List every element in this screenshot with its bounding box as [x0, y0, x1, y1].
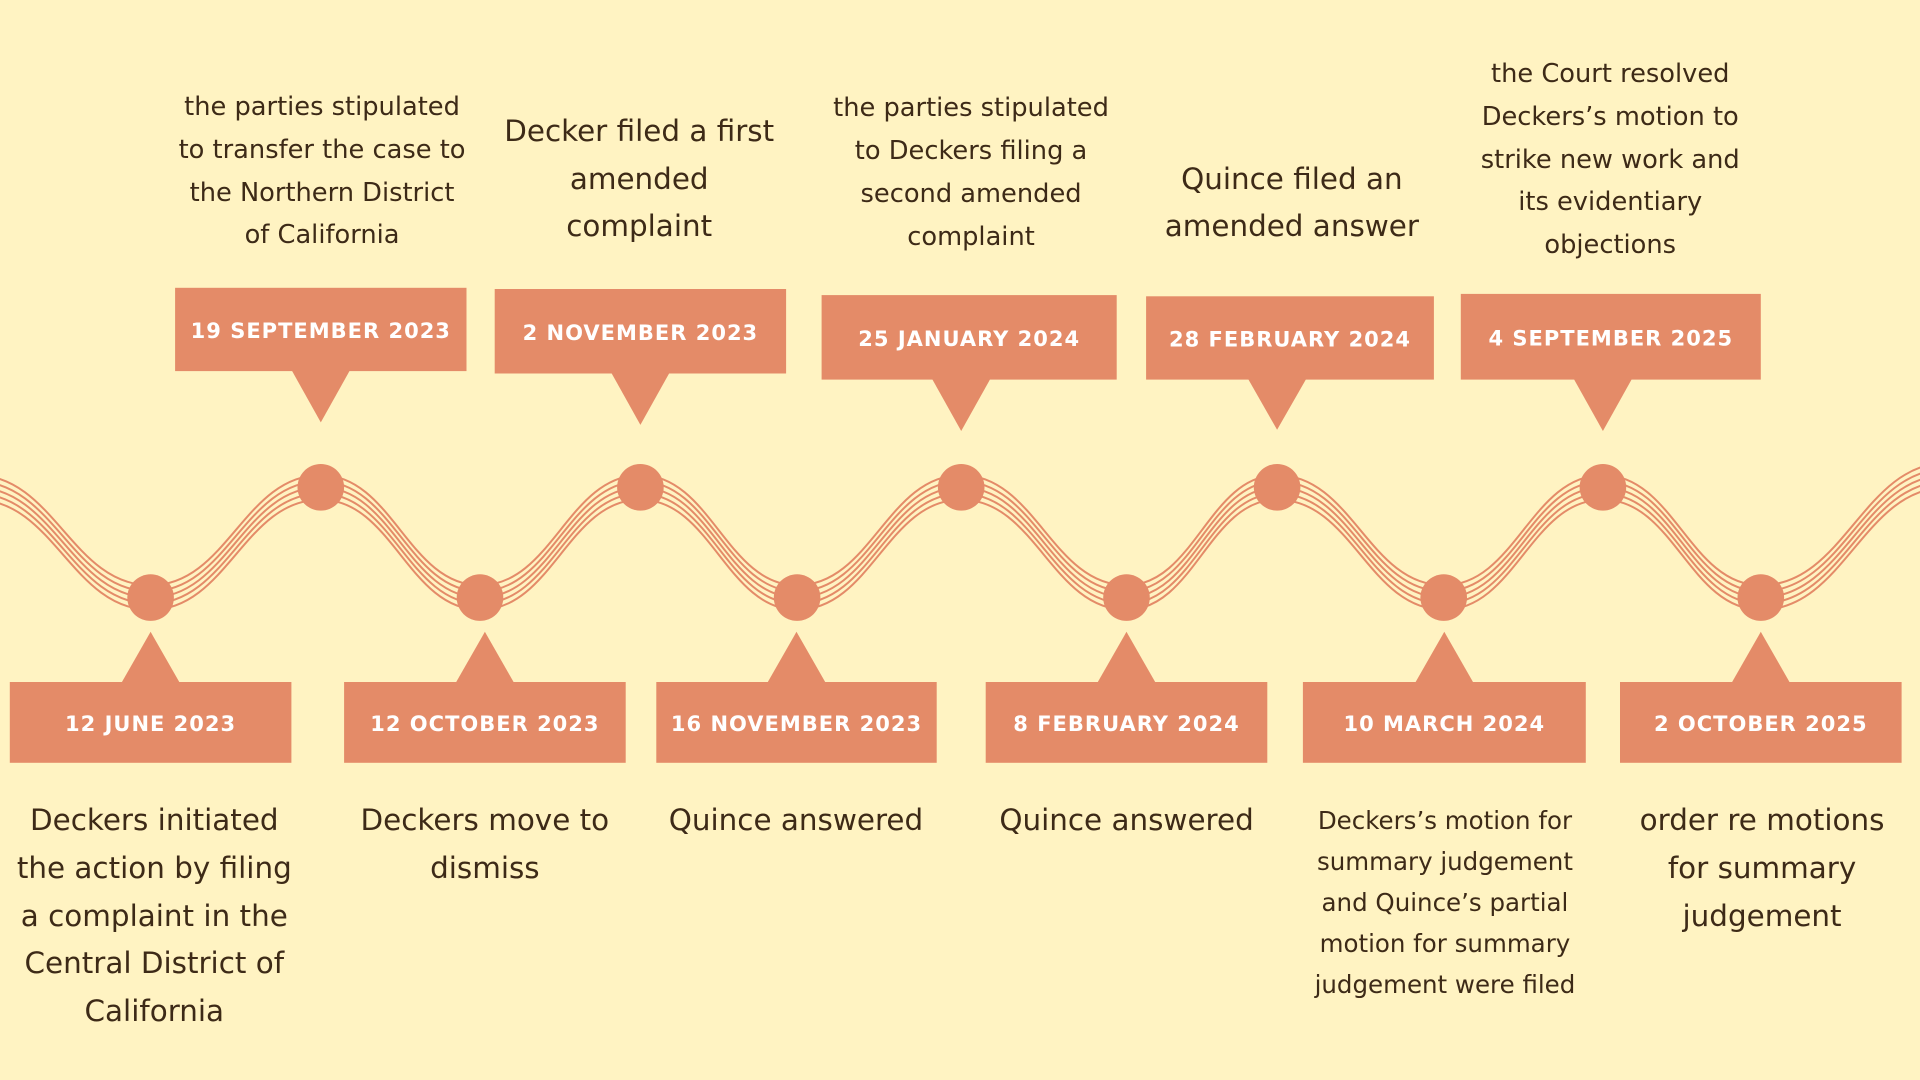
timeline-dots: [127, 464, 1785, 621]
date-label: 4 SEPTEMBER 2025: [1488, 326, 1733, 350]
date-banner: 25 JANUARY 2024: [821, 295, 1117, 431]
date-label: 8 FEBRUARY 2024: [1013, 712, 1239, 736]
date-banner-pointer: [931, 378, 991, 431]
date-banner-box: [656, 682, 937, 763]
date-banner-pointer: [1247, 378, 1307, 430]
date-label: 10 MARCH 2024: [1343, 712, 1545, 736]
date-banner: 2 NOVEMBER 2023: [494, 289, 787, 425]
date-banner-pointer: [1097, 631, 1156, 684]
event-description: Deckers initiated the action by filing a…: [16, 803, 292, 1029]
date-label: 12 JUNE 2023: [65, 712, 236, 736]
date-banner-pointer: [611, 372, 670, 425]
timeline-dot: [1103, 574, 1150, 621]
event-description: Deckers move to dismiss: [360, 803, 610, 885]
date-banner: 10 MARCH 2024: [1302, 631, 1586, 763]
date-banner-box: [494, 289, 787, 374]
timeline-dot: [937, 464, 985, 511]
date-banner: 12 JUNE 2023: [9, 631, 292, 763]
date-banner-box: [985, 682, 1268, 763]
timeline-dot: [617, 464, 664, 511]
date-banner-pointer: [767, 631, 826, 684]
date-banner-box: [1620, 682, 1902, 763]
date-banner-pointer: [121, 631, 180, 684]
date-banner-pointer: [1573, 378, 1633, 431]
event-description: the parties stipulated to Deckers filing…: [833, 92, 1109, 252]
date-banner-box: [9, 682, 292, 763]
date-banner: 8 FEBRUARY 2024: [985, 631, 1268, 763]
timeline-dot: [297, 464, 345, 511]
timeline-dot: [1737, 574, 1785, 621]
date-banner-box: [1146, 296, 1434, 380]
date-label: 16 NOVEMBER 2023: [671, 712, 922, 736]
date-banner-pointer: [291, 369, 351, 423]
timeline-dot: [456, 574, 504, 621]
date-banner: 12 OCTOBER 2023: [344, 631, 626, 763]
date-label: 2 OCTOBER 2025: [1654, 712, 1868, 736]
event-description: Quince filed an amended answer: [1164, 161, 1419, 244]
date-banner: 4 SEPTEMBER 2025: [1460, 293, 1761, 431]
date-banner-box: [1302, 682, 1586, 763]
date-label: 2 NOVEMBER 2023: [523, 321, 759, 345]
date-banner-pointer: [1731, 631, 1791, 684]
date-banners: 19 SEPTEMBER 2023 2 NOVEMBER 2023 25 JANUA…: [9, 287, 1902, 763]
event-description: Quince answered: [668, 803, 924, 838]
date-label: 28 FEBRUARY 2024: [1169, 328, 1411, 352]
date-label: 25 JANUARY 2024: [858, 327, 1080, 351]
event-description: the parties stipulated to transfer the c…: [178, 91, 466, 251]
event-description: the Court resolved Deckers’s motion to s…: [1480, 58, 1740, 261]
event-description: Deckers’s motion for summary judgement a…: [1314, 805, 1576, 999]
timeline-dot: [773, 574, 821, 621]
event-description: Quince answered: [999, 803, 1254, 838]
event-description: Decker filed a first amended complaint: [504, 113, 775, 244]
timeline-dot: [127, 574, 174, 621]
date-label: 19 SEPTEMBER 2023: [191, 319, 451, 343]
timeline-dot: [1253, 464, 1301, 511]
timeline-dot: [1420, 574, 1467, 621]
date-banner: 28 FEBRUARY 2024: [1146, 296, 1434, 430]
date-banner-pointer: [455, 631, 515, 684]
date-banner-box: [821, 295, 1117, 380]
event-description: order re motions for summary judgement: [1639, 803, 1885, 933]
timeline-dot: [1579, 464, 1627, 511]
date-banner: 19 SEPTEMBER 2023: [175, 287, 467, 423]
date-banner-box: [1460, 293, 1761, 380]
date-banner: 2 OCTOBER 2025: [1620, 631, 1902, 763]
date-banner: 16 NOVEMBER 2023: [656, 631, 937, 763]
date-banner-box: [344, 682, 626, 763]
date-banner-box: [175, 287, 467, 372]
date-banner-pointer: [1414, 631, 1474, 684]
date-label: 12 OCTOBER 2023: [370, 712, 599, 736]
